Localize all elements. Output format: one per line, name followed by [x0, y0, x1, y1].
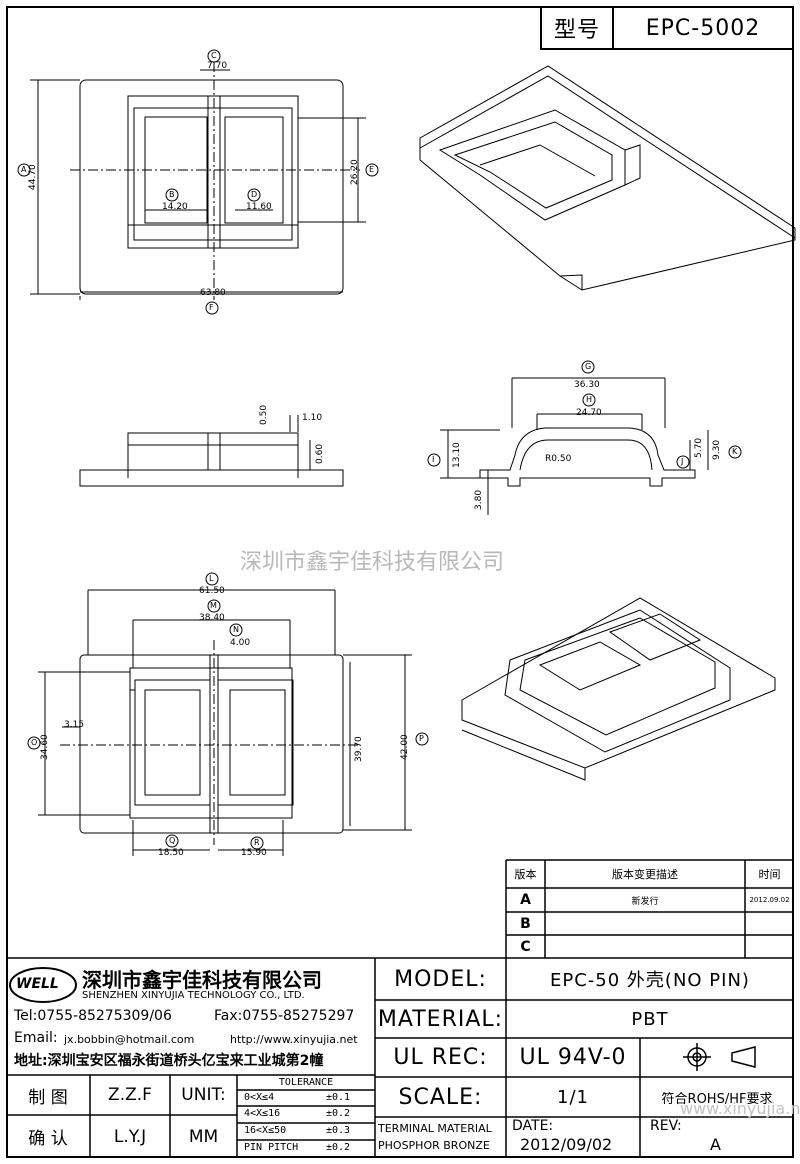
rev-row-ver: B	[520, 915, 531, 932]
drawing-frame	[6, 6, 794, 1158]
rev-row-ver: A	[520, 892, 531, 908]
dim-n: 4.00	[230, 638, 251, 648]
dim-d: 11.60	[246, 202, 272, 212]
marker-k: K	[732, 447, 738, 456]
dim-3970: 39.70	[354, 736, 364, 762]
marker-d: D	[251, 190, 258, 199]
marker-c: C	[211, 51, 217, 60]
spec-rohs: 符合ROHS/HF要求	[661, 1091, 773, 1107]
spec-ul-label: UL REC:	[393, 1045, 488, 1070]
marker-a: A	[21, 165, 27, 174]
marker-h: H	[586, 395, 593, 404]
dim-rr: 15.90	[241, 848, 267, 858]
model-label: 型号	[540, 8, 612, 50]
marker-p: P	[419, 734, 424, 743]
logo-text: WELL	[16, 976, 59, 992]
company-tel: Tel:0755-85275309/06	[14, 1008, 172, 1024]
dim-m: 38.40	[199, 613, 225, 623]
marker-m: M	[210, 601, 217, 610]
spec-rev-value: A	[710, 1135, 721, 1154]
marker-j: J	[681, 457, 684, 466]
dim-e: 26.20	[350, 159, 360, 185]
tolerance-value: ±0.2	[326, 1108, 351, 1119]
spec-date-label: DATE:	[512, 1118, 554, 1134]
company-email: jx.bobbin@hotmail.com	[64, 1033, 195, 1046]
marker-f: F	[209, 303, 214, 312]
spec-terminal-label: TERMINAL MATERIAL	[378, 1122, 492, 1135]
dim-i: 13.10	[452, 442, 462, 468]
watermark: 深圳市鑫宇佳科技有限公司	[240, 550, 505, 575]
marker-g: G	[585, 362, 592, 371]
footer-watermark: www.xinyujia.net	[680, 1099, 800, 1118]
unit-label: UNIT:	[181, 1085, 226, 1105]
rev-header-ver: 版本	[514, 868, 537, 881]
dim-f: 63.80	[200, 288, 226, 298]
spec-ul-value: UL 94V-0	[519, 1045, 627, 1070]
marker-l: L	[209, 574, 214, 583]
tolerance-range: 4<X≤16	[244, 1108, 281, 1119]
spec-model-value: EPC-50 外壳(NO PIN)	[550, 970, 750, 991]
marker-b: B	[169, 190, 175, 199]
dim-p: 42.00	[400, 734, 410, 760]
marker-r: R	[254, 838, 260, 847]
company-email-label: Email:	[14, 1030, 58, 1046]
dim-060: 0.60	[315, 443, 325, 464]
draw-value: Z.Z.F	[108, 1085, 152, 1105]
tolerance-range: PIN PITCH	[244, 1142, 299, 1153]
company-name-cn: 深圳市鑫宇佳科技有限公司	[82, 968, 322, 992]
spec-material-value: PBT	[631, 1008, 669, 1030]
dim-i2: 3.80	[474, 489, 484, 510]
spec-scale-label: SCALE:	[398, 1084, 483, 1110]
company-logo	[9, 967, 77, 1003]
spec-model-label: MODEL:	[394, 966, 487, 992]
model-code: EPC-5002	[612, 8, 792, 50]
draw-label: 制 图	[28, 1087, 68, 1108]
dim-h: 24.70	[576, 408, 602, 418]
tolerance-range: 16<X≤50	[244, 1125, 287, 1136]
dim-315: 3.15	[64, 720, 85, 730]
spec-date-value: 2012/09/02	[520, 1135, 613, 1154]
unit-value: MM	[188, 1126, 219, 1147]
dim-o: 34.60	[40, 734, 50, 760]
dim-k: 9.30	[712, 439, 722, 460]
company-name-en: SHENZHEN XINYUJIA TECHNOLOGY CO., LTD.	[82, 990, 305, 1001]
dim-q: 18.50	[158, 848, 184, 858]
marker-e: E	[369, 165, 375, 174]
dim-c: 7.70	[207, 61, 228, 71]
rev-row-time: 2012.09.02	[749, 896, 790, 904]
tolerance-range: 0<X≤4	[244, 1092, 275, 1103]
dim-b: 14.20	[162, 202, 188, 212]
spec-material-label: MATERIAL:	[377, 1006, 504, 1032]
tolerance-value: ±0.1	[326, 1092, 351, 1103]
spec-terminal-value: PHOSPHOR BRONZE	[378, 1139, 490, 1152]
rev-header-time: 时间	[758, 868, 781, 881]
rev-row-ver: C	[520, 938, 531, 955]
marker-n: N	[233, 625, 239, 634]
dim-110: 1.10	[302, 413, 323, 423]
marker-o: O	[31, 738, 38, 747]
company-address: 地址:深圳宝安区福永街道桥头亿宝来工业城第2幢	[14, 1053, 324, 1069]
dim-g: 36.30	[574, 380, 600, 390]
tolerance-value: ±0.2	[326, 1142, 351, 1153]
company-fax: Fax:0755-85275297	[214, 1008, 355, 1024]
dim-a: 44.70	[28, 164, 38, 190]
company-web: http://www.xinyujia.net	[230, 1033, 358, 1046]
dim-l: 61.50	[199, 586, 225, 596]
check-label: 确 认	[28, 1129, 68, 1149]
rev-header-desc: 版本变更描述	[612, 868, 678, 881]
spec-scale-value: 1/1	[557, 1086, 589, 1108]
spec-rev-label: REV:	[650, 1118, 682, 1134]
marker-q: Q	[169, 836, 176, 845]
dim-j: 5.70	[694, 437, 704, 458]
rev-row-desc: 新发行	[631, 896, 659, 907]
projection-symbols	[683, 1043, 756, 1071]
tolerance-title: TOLERANCE	[278, 1077, 334, 1088]
tolerance-value: ±0.3	[326, 1125, 351, 1136]
check-value: L.Y.J	[113, 1126, 147, 1147]
dim-050: 0.50	[259, 404, 269, 425]
dim-r: R0.50	[545, 454, 572, 464]
marker-i: I	[432, 455, 435, 464]
